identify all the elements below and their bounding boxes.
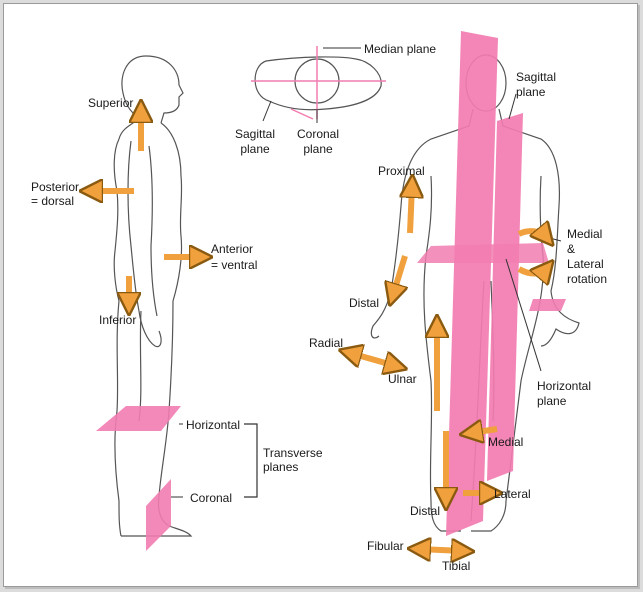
label-ventral: = ventral bbox=[211, 258, 258, 272]
label-dorsal: = dorsal bbox=[31, 194, 75, 208]
horizontal-plane-left bbox=[96, 406, 181, 431]
label-coronal-top-2: plane bbox=[303, 142, 333, 156]
side-view-figure bbox=[113, 55, 193, 537]
medial-leg-arrow bbox=[471, 429, 498, 433]
median-plane bbox=[446, 31, 498, 536]
direction-arrows-right bbox=[350, 186, 546, 551]
label-horizontal-plane-2: plane bbox=[537, 394, 567, 408]
label-radial: Radial bbox=[309, 336, 344, 350]
label-coronal-top-1: Coronal bbox=[296, 127, 340, 141]
direction-arrows-left bbox=[91, 111, 201, 304]
label-sagittal-right-1: Sagittal bbox=[516, 70, 557, 84]
distal-arm-arrow bbox=[393, 255, 405, 295]
transverse-bracket bbox=[244, 423, 258, 498]
label-posterior: Posterior bbox=[31, 180, 80, 194]
label-median-plane: Median plane bbox=[364, 42, 437, 56]
radial-ulnar-arrow bbox=[350, 353, 396, 366]
label-distal-arm: Distal bbox=[349, 296, 380, 310]
top-head-view bbox=[254, 56, 382, 111]
lateral-rotation-arrow bbox=[517, 269, 546, 274]
sagittal-plane-right bbox=[487, 113, 523, 481]
label-and: & bbox=[567, 242, 576, 256]
proximal-arrow bbox=[410, 186, 412, 234]
diagram-frame: Superior Posterior = dorsal Anterior = v… bbox=[3, 3, 638, 587]
label-tibial: Tibial bbox=[442, 559, 471, 573]
label-sagittal-top-1: Sagittal bbox=[234, 127, 276, 141]
horizontal-plane-right bbox=[417, 243, 549, 263]
label-sagittal-top-2: plane bbox=[240, 142, 270, 156]
label-lateral-leg: Lateral bbox=[494, 487, 531, 501]
wrist-plane bbox=[529, 299, 566, 311]
label-proximal: Proximal bbox=[378, 164, 425, 178]
label-anterior: Anterior bbox=[211, 242, 254, 256]
label-fibular: Fibular bbox=[367, 539, 404, 553]
label-inferior: Inferior bbox=[99, 313, 137, 327]
label-distal-leg: Distal bbox=[410, 504, 441, 518]
label-lateral-right: Lateral bbox=[567, 257, 604, 271]
label-sagittal-right-2: plane bbox=[516, 85, 546, 99]
anatomy-diagram bbox=[4, 31, 580, 586]
label-medial-right: Medial bbox=[567, 227, 603, 241]
coronal-plane-left bbox=[146, 479, 171, 551]
label-superior: Superior bbox=[88, 96, 134, 110]
label-medial-leg: Medial bbox=[488, 435, 524, 449]
label-rotation: rotation bbox=[567, 272, 608, 286]
label-planes: planes bbox=[263, 460, 299, 474]
fibular-tibial-arrow bbox=[419, 549, 463, 551]
label-horizontal-plane-1: Horizontal bbox=[537, 379, 592, 393]
medial-rotation-arrow bbox=[517, 231, 546, 237]
label-ulnar: Ulnar bbox=[388, 372, 417, 386]
label-horizontal: Horizontal bbox=[186, 418, 241, 432]
label-coronal-left: Coronal bbox=[190, 491, 233, 505]
label-transverse: Transverse bbox=[263, 446, 323, 460]
